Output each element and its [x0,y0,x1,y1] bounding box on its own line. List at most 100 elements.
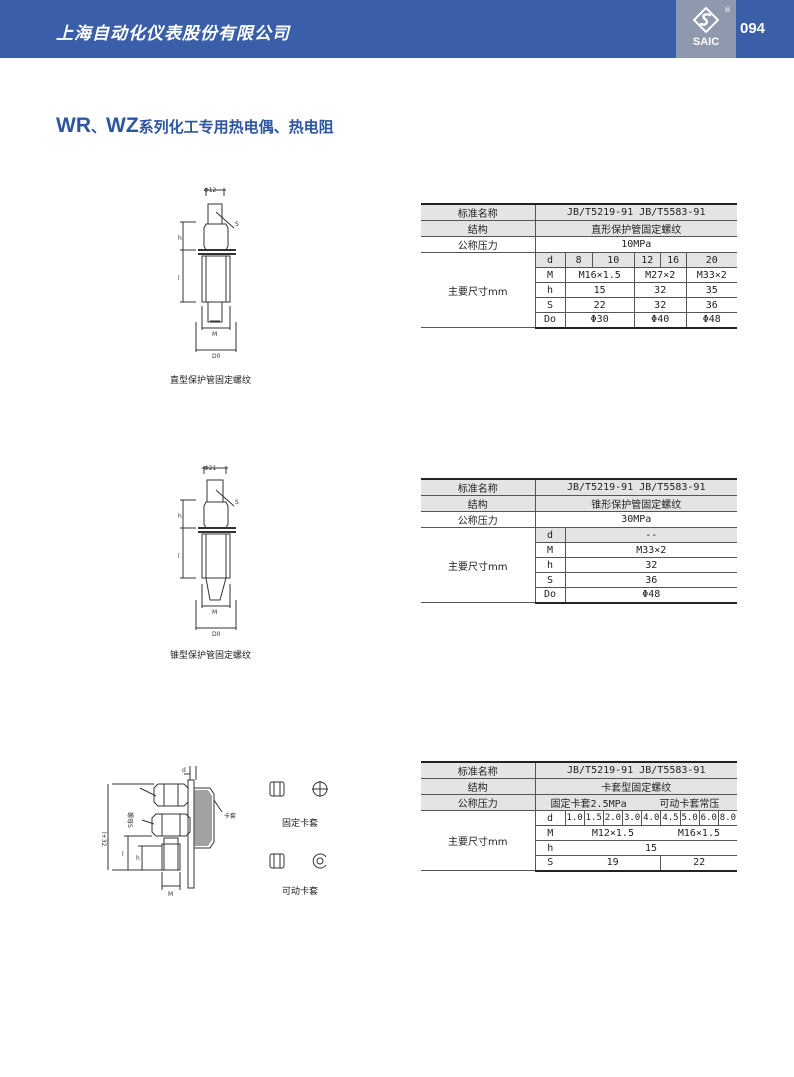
t2-h-sym: h [534,557,565,573]
t1-m-val: M27×2 [633,267,687,283]
fig1-h-label: h [178,235,182,242]
t1-m-val: M33×2 [685,267,737,283]
fig3-nut-label: 螺母S [126,812,134,828]
t2-pressure-value: 30MPa [534,511,737,528]
t1-pressure-value: 10MPa [534,236,737,253]
t3-d-val: 6.0 [698,810,719,826]
t2-std-value: JB/T5219-91 JB/T5583-91 [534,478,737,496]
t3-d-val: 3.0 [622,810,642,826]
t1-m-sym: M [534,267,565,283]
straight-thread-drawing: Φ12 S h l M D0 [178,187,239,360]
t1-d0-sym: Do [534,312,565,329]
t2-s-val: 36 [564,572,737,588]
t3-h-val: 15 [565,840,737,856]
t1-struct-label: 结构 [421,220,535,237]
t1-std-label: 标准名称 [421,203,535,221]
t3-m-sym: M [534,825,565,841]
t1-d-val: 12 [633,252,661,268]
t1-h-val: 15 [564,282,635,298]
t1-h-val: 32 [633,282,687,298]
spec-table-straight: 标准名称 JB/T5219-91 JB/T5583-91 结构 直形保护管固定螺… [421,203,737,329]
t1-s-sym: S [534,297,565,313]
fig2-caption: 锥型保护管固定螺纹 [170,651,252,661]
page-header: 上海自动化仪表股份有限公司 ® SAIC 094 [0,0,794,58]
title-separator: 、 [91,118,107,136]
registered-mark: ® [724,6,731,14]
t1-m-val: M16×1.5 [564,267,635,283]
company-name: 上海自动化仪表股份有限公司 [56,24,290,44]
fig2-d0-label: D0 [212,631,221,638]
t2-d0-sym: Do [534,587,565,604]
t1-d0-val: Φ30 [564,312,635,329]
t1-h-val: 35 [685,282,737,298]
t2-struct-label: 结构 [421,495,535,512]
fig2-dim-top: Φ21 [204,465,217,472]
t3-d-val: 4.0 [641,810,661,826]
t3-pressure-fixed: 固定卡套2.5MPa [534,794,642,811]
fig3-movable-label: 可动卡套 [282,885,318,897]
t1-h-sym: h [534,282,565,298]
t3-m-val: M12×1.5 [565,825,661,841]
t3-s-val: 22 [660,855,737,872]
t2-s-sym: S [534,572,565,588]
fig3-fixed-label: 固定卡套 [282,817,318,829]
page-number: 094 [740,20,766,37]
fig3-h-label: h [136,855,140,862]
fig1-d0-label: D0 [212,353,221,360]
tapered-thread-drawing: Φ21 S h l M D0 [178,465,239,638]
t2-d-sym: d [534,527,565,543]
title-wr: WR [56,114,91,137]
fig3-m-label: M [168,891,173,898]
fig2-l-label: l [178,553,180,560]
spec-table-ferrule: 标准名称 JB/T5219-91 JB/T5583-91 结构 卡套型固定螺纹 … [421,761,737,872]
t3-std-label: 标准名称 [421,761,535,779]
fig2-s-label: S [235,499,239,506]
t1-d-sym: d [534,252,565,268]
t1-s-val: 36 [685,297,737,313]
t1-s-val: 32 [633,297,687,313]
fig3-d-label: d [182,767,186,774]
t1-pressure-label: 公称压力 [421,236,535,253]
t1-s-val: 22 [564,297,635,313]
t3-pressure-movable: 可动卡套常压 [641,794,737,811]
fig1-dim-top: Φ12 [204,187,217,194]
t1-d-val: 16 [659,252,687,268]
fig1-l-label: l [178,275,180,282]
t1-d0-val: Φ48 [685,312,737,329]
t1-d-val: 10 [591,252,635,268]
t2-std-label: 标准名称 [421,478,535,496]
t3-dim-label: 主要尺寸mm [421,810,535,871]
saic-logo-icon [693,7,719,33]
logo-text: SAIC [692,36,720,48]
t1-dim-label: 主要尺寸mm [421,252,535,328]
t3-m-val: M16×1.5 [660,825,737,841]
t1-std-value: JB/T5219-91 JB/T5583-91 [534,203,737,221]
spec-table-tapered: 标准名称 JB/T5219-91 JB/T5583-91 结构 锥形保护管固定螺… [421,478,737,604]
t3-d-val: 5.0 [679,810,700,826]
t2-dim-label: 主要尺寸mm [421,527,535,603]
t2-m-val: M33×2 [564,542,737,558]
t3-std-value: JB/T5219-91 JB/T5583-91 [534,761,737,779]
t3-s-sym: S [534,855,565,872]
t3-s-val: 19 [565,855,661,872]
fig1-s-label: S [235,221,239,228]
page-title: WR、WZ系列化工专用热电偶、热电阻 [56,114,334,138]
t2-struct-value: 锥形保护管固定螺纹 [534,495,737,512]
t2-d0-val: Φ48 [564,587,737,604]
t2-m-sym: M [534,542,565,558]
t2-h-val: 32 [564,557,737,573]
t3-struct-value: 卡套型固定螺纹 [534,778,737,795]
fig2-h-label: h [178,513,182,520]
fig3-ltotal-label: l+32 [100,832,107,847]
t1-d-val: 8 [564,252,593,268]
t3-d-val: 1.0 [564,810,585,826]
t3-d-val: 2.0 [602,810,623,826]
t3-pressure-label: 公称压力 [421,794,535,811]
t1-struct-value: 直形保护管固定螺纹 [534,220,737,237]
t3-d-val: 1.5 [583,810,604,826]
title-wz: WZ [106,114,139,137]
t1-d0-val: Φ40 [633,312,687,329]
t3-h-sym: h [534,840,565,856]
t1-d-val: 20 [685,252,737,268]
fig2-m-label: M [212,609,217,616]
